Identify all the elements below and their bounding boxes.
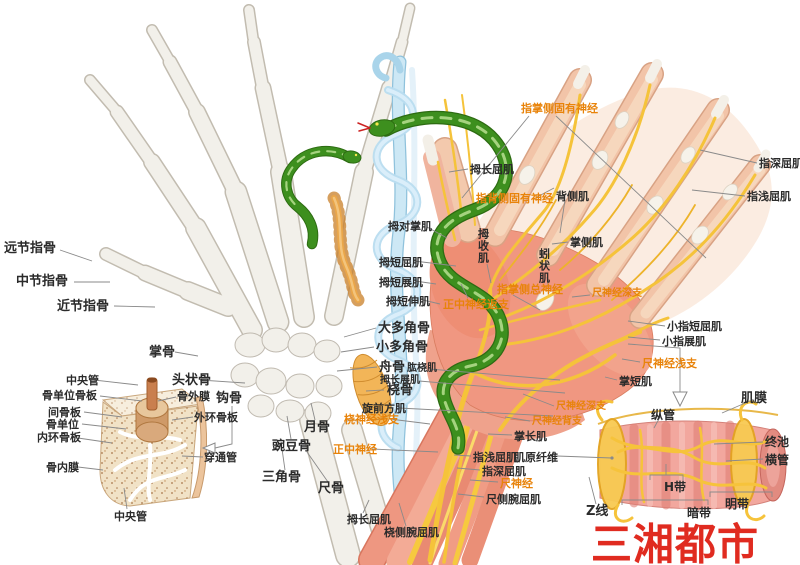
asclepius-staff-icon <box>372 52 422 499</box>
miofibril-pointer-dot <box>610 456 614 460</box>
small-green-snake-icon <box>281 146 362 250</box>
magnify-arrow-left-icon <box>201 442 216 454</box>
centipede-icon <box>327 191 365 307</box>
muscle-fiber-inset <box>596 399 787 523</box>
magnify-arrow-down-icon <box>672 391 688 408</box>
newspaper-watermark: 三湘都市报 <box>591 519 759 565</box>
leader-lines <box>59 115 773 527</box>
skeleton-hand <box>84 2 416 565</box>
scaled-creature-icon <box>349 353 392 427</box>
bone-osteon-inset <box>99 377 208 507</box>
